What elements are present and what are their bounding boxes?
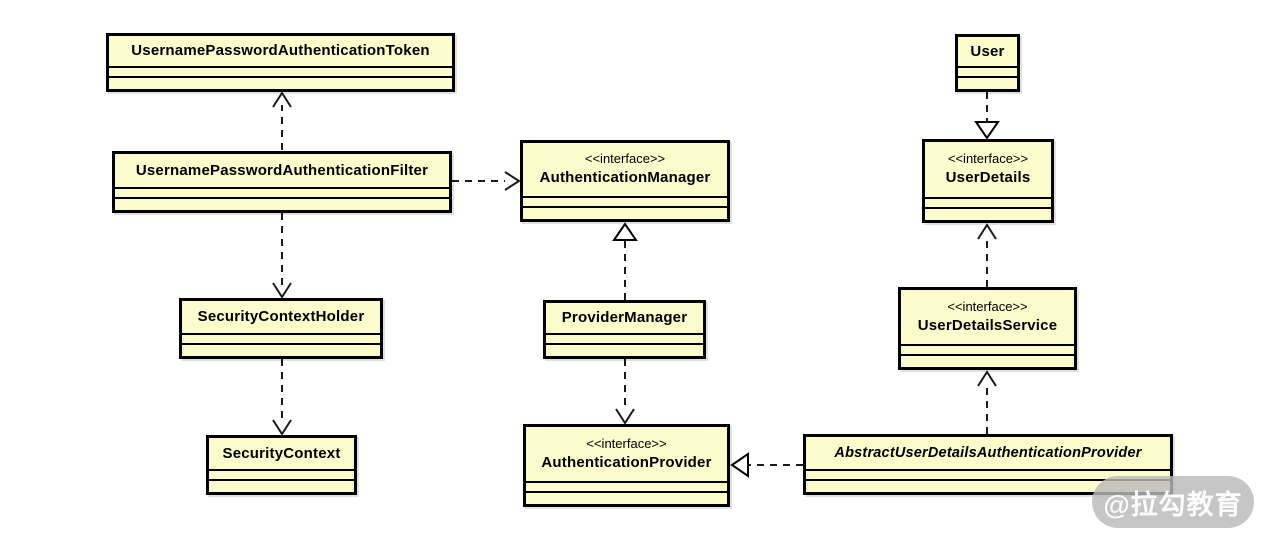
- stereotype-label: <<interface>>: [586, 435, 667, 451]
- class-box-security-context-holder: SecurityContextHolder: [179, 298, 383, 359]
- interface-box-user-details: <<interface>> UserDetails: [922, 139, 1054, 223]
- attributes-compartment: [209, 469, 354, 479]
- class-title: UsernamePasswordAuthenticationToken: [109, 36, 452, 66]
- operations-compartment: [109, 76, 452, 89]
- class-name-label: UsernamePasswordAuthenticationToken: [131, 42, 430, 60]
- class-title: SecurityContextHolder: [182, 301, 380, 333]
- interface-box-user-details-service: <<interface>> UserDetailsService: [898, 287, 1077, 370]
- edge-provider-manager-to-authentication-provider: [615, 359, 635, 425]
- operations-compartment: [115, 197, 449, 210]
- operations-compartment: [546, 343, 703, 356]
- attributes-compartment: [115, 187, 449, 197]
- operations-compartment: [901, 354, 1074, 367]
- attributes-compartment: [526, 481, 727, 491]
- edge-provider-manager-to-authentication-manager: [612, 222, 638, 300]
- interface-box-authentication-provider: <<interface>> AuthenticationProvider: [523, 424, 730, 507]
- interface-box-authentication-manager: <<interface>> AuthenticationManager: [520, 140, 730, 222]
- class-name-label: User: [970, 42, 1005, 60]
- class-name-label: SecurityContext: [222, 444, 341, 462]
- class-title: <<interface>> UserDetails: [925, 142, 1051, 197]
- edge-filter-to-authentication-manager: [452, 171, 521, 191]
- class-box-username-password-authentication-filter: UsernamePasswordAuthenticationFilter: [112, 151, 452, 213]
- class-name-label: ProviderManager: [561, 309, 688, 327]
- stereotype-label: <<interface>>: [947, 298, 1028, 314]
- stereotype-label: <<interface>>: [584, 151, 666, 167]
- watermark-badge: @拉勾教育: [1092, 476, 1254, 528]
- class-box-security-context: SecurityContext: [206, 435, 357, 495]
- operations-compartment: [523, 206, 727, 219]
- class-title: AbstractUserDetailsAuthenticationProvide…: [806, 437, 1170, 469]
- class-name-label: SecurityContextHolder: [197, 308, 365, 326]
- class-title: <<interface>> AuthenticationProvider: [526, 427, 727, 481]
- class-title: SecurityContext: [209, 438, 354, 469]
- attributes-compartment: [109, 66, 452, 76]
- attributes-compartment: [901, 344, 1074, 354]
- class-box-user: User: [955, 34, 1020, 92]
- class-title: UsernamePasswordAuthenticationFilter: [115, 154, 449, 187]
- edge-security-context-holder-to-security-context: [272, 359, 292, 436]
- attributes-compartment: [182, 333, 380, 343]
- edge-filter-to-token: [272, 91, 292, 150]
- class-title: <<interface>> AuthenticationManager: [523, 143, 727, 196]
- class-name-label: UserDetailsService: [917, 316, 1058, 334]
- operations-compartment: [526, 491, 727, 504]
- attributes-compartment: [546, 333, 703, 343]
- attributes-compartment: [925, 197, 1051, 207]
- class-box-username-password-authentication-token: UsernamePasswordAuthenticationToken: [106, 33, 455, 92]
- class-box-provider-manager: ProviderManager: [543, 300, 706, 359]
- stereotype-label: <<interface>>: [947, 151, 1029, 167]
- edge-user-details-service-to-user-details: [977, 223, 997, 287]
- attributes-compartment: [958, 66, 1017, 76]
- attributes-compartment: [523, 196, 727, 206]
- edge-filter-to-security-context-holder: [272, 213, 292, 299]
- class-name-label: UserDetails: [945, 169, 1031, 187]
- class-name-label: AuthenticationProvider: [541, 453, 712, 471]
- operations-compartment: [925, 207, 1051, 220]
- edge-abstract-provider-to-user-details-service: [977, 370, 997, 434]
- class-title: User: [958, 37, 1017, 66]
- class-name-label: UsernamePasswordAuthenticationFilter: [135, 161, 429, 179]
- attributes-compartment: [806, 469, 1170, 479]
- operations-compartment: [182, 343, 380, 356]
- edge-abstract-provider-to-authentication-provider: [730, 452, 803, 478]
- operations-compartment: [806, 479, 1170, 492]
- class-name-label: AbstractUserDetailsAuthenticationProvide…: [834, 444, 1142, 461]
- operations-compartment: [209, 479, 354, 492]
- class-name-label: AuthenticationManager: [539, 169, 711, 187]
- edge-user-to-user-details: [974, 92, 1000, 140]
- class-title: <<interface>> UserDetailsService: [901, 290, 1074, 344]
- class-title: ProviderManager: [546, 303, 703, 333]
- operations-compartment: [958, 76, 1017, 89]
